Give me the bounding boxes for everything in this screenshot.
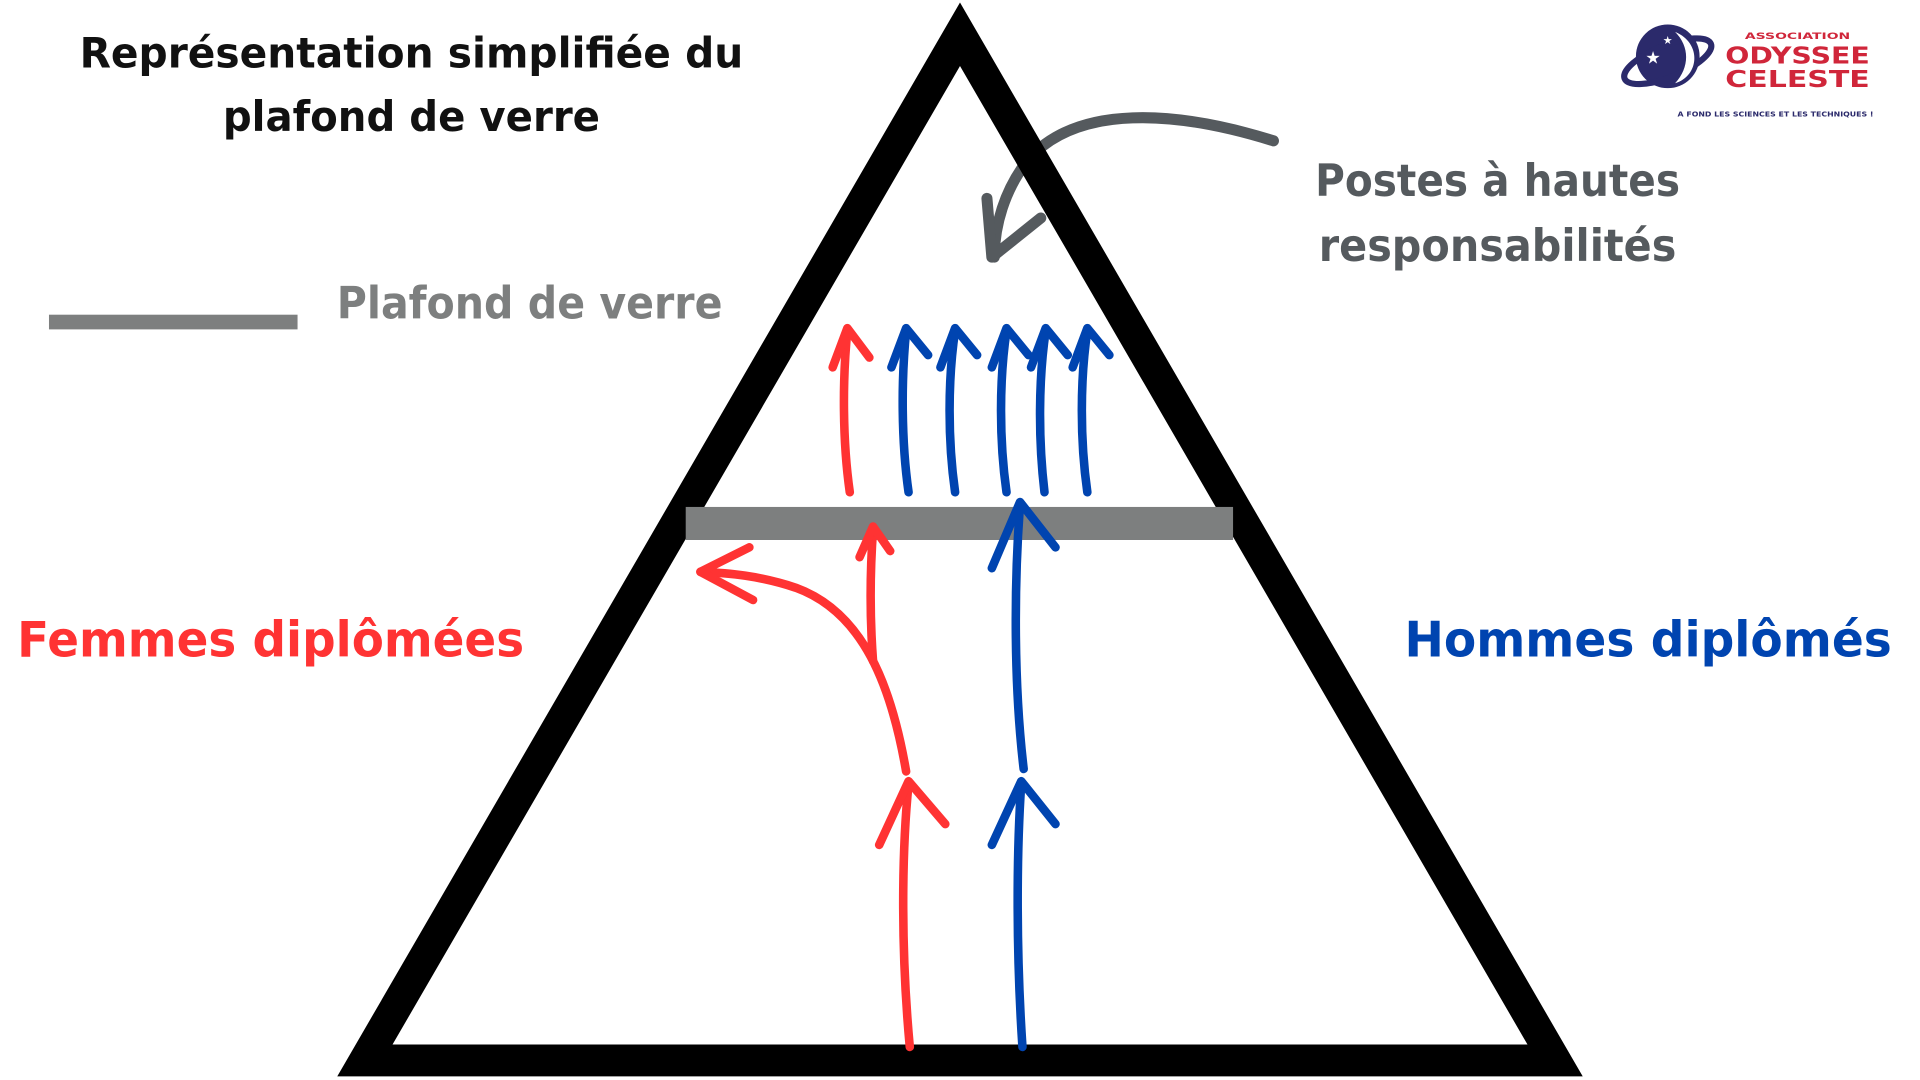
logo-association: ASSOCIATION bbox=[1745, 32, 1850, 42]
women-arrow-lower bbox=[898, 779, 915, 1052]
women-arrow-deflected bbox=[696, 567, 911, 776]
svg-text:★: ★ bbox=[1645, 49, 1660, 69]
women-label: Femmes diplômées bbox=[17, 611, 524, 668]
legend-label: Plafond de verre bbox=[337, 278, 723, 329]
logo-name-2: CELESTE bbox=[1725, 66, 1869, 93]
logo-tagline: A FOND LES SCIENCES ET LES TECHNIQUES ! bbox=[1678, 109, 1874, 118]
men-label: Hommes diplômés bbox=[1404, 611, 1891, 668]
pointer-arrow-icon bbox=[981, 112, 1279, 263]
women-arrow-above bbox=[839, 326, 855, 497]
glass-ceiling-bar bbox=[685, 506, 1234, 540]
top-label-line-2: responsabilités bbox=[1319, 221, 1677, 272]
svg-text:★: ★ bbox=[1663, 34, 1673, 47]
logo-name-1: ODYSSEE bbox=[1725, 43, 1869, 70]
women-arrow-small bbox=[866, 524, 878, 666]
title-line-2: plafond de verre bbox=[223, 92, 600, 141]
top-label-line-1: Postes à hautes bbox=[1315, 156, 1680, 207]
men-arrows bbox=[887, 323, 1114, 1052]
pyramid-triangle bbox=[337, 2, 1583, 1077]
title-line-1: Représentation simplifiée du bbox=[80, 28, 744, 77]
odyssee-celeste-logo: ★ ★ ASSOCIATION ODYSSEE CELESTE A FOND L… bbox=[1621, 24, 1874, 118]
legend-glass-swatch bbox=[48, 314, 298, 330]
women-arrows bbox=[696, 323, 950, 1052]
men-arrow-middle bbox=[1011, 500, 1028, 774]
men-arrow-lower bbox=[1013, 779, 1027, 1052]
